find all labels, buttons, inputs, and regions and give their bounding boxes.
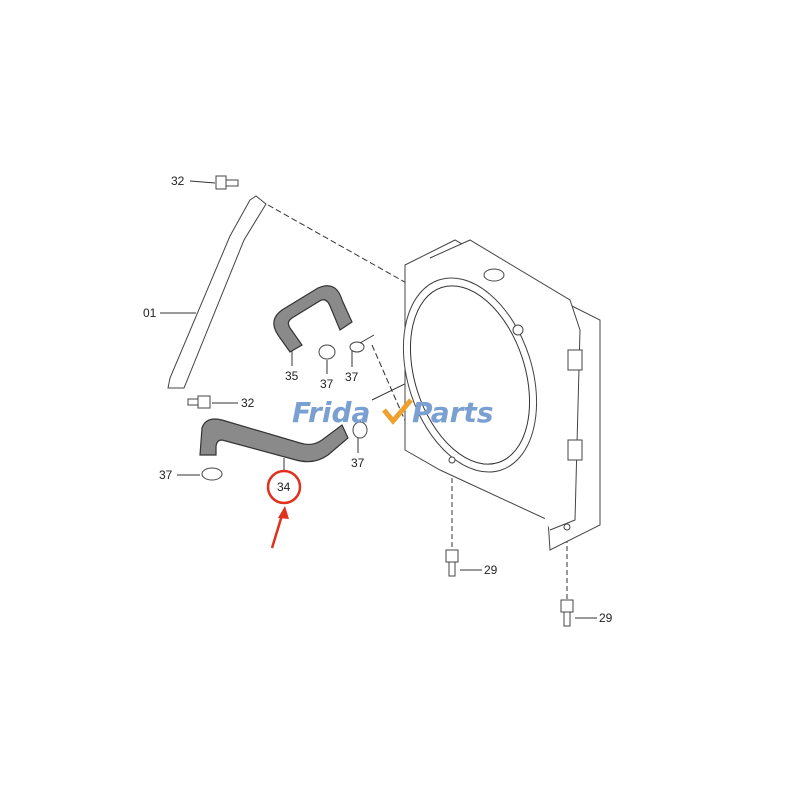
- callout-37: 37: [345, 370, 359, 384]
- radiator-shroud: [402, 239, 601, 551]
- callout-34: 34: [277, 480, 291, 494]
- watermark-logo: Frida Parts: [292, 396, 493, 429]
- callout-32: 32: [171, 174, 185, 188]
- callout-37: 37: [159, 468, 173, 482]
- svg-text:Frida: Frida: [292, 396, 370, 429]
- svg-text:Parts: Parts: [412, 396, 493, 429]
- highlight-circle: [266, 469, 302, 505]
- callout-37: 37: [351, 456, 365, 470]
- callout-29: 29: [484, 563, 498, 577]
- red-arrow-icon: [270, 506, 289, 549]
- callout-37: 37: [320, 377, 334, 391]
- callout-01: 01: [143, 306, 157, 320]
- callout-32: 32: [241, 396, 255, 410]
- callout-35: 35: [285, 369, 299, 383]
- hose-34: [199, 418, 349, 463]
- hose-clamp-icon: [201, 334, 375, 481]
- stay-bracket: [167, 195, 267, 389]
- bolt-icon: [187, 175, 574, 627]
- callout-29: 29: [599, 611, 613, 625]
- hose-35: [273, 285, 353, 353]
